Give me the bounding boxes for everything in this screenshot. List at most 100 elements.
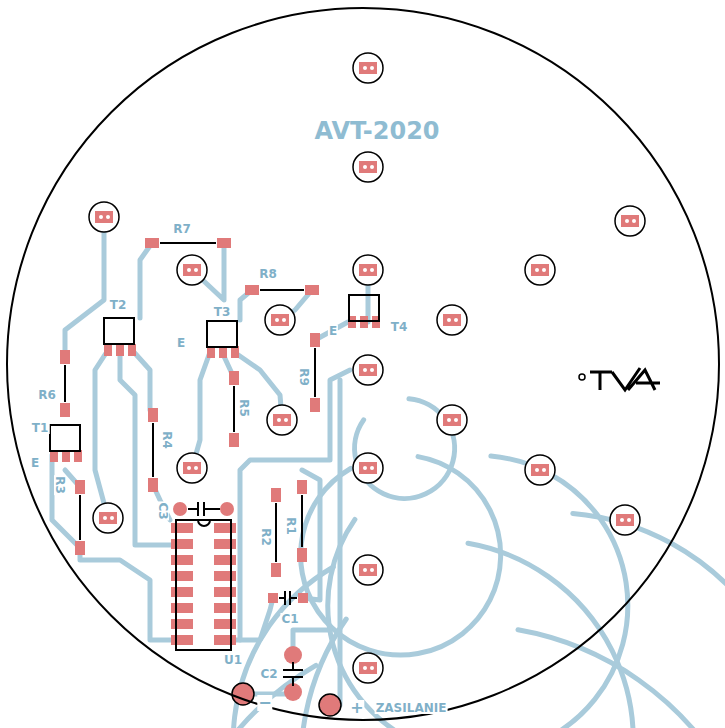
capacitor-symbol [283,662,303,686]
resistor-symbol [152,423,154,477]
led-pad [95,211,113,223]
transistor-outline [349,295,379,321]
led-outline [353,653,383,683]
ic-pad [171,523,193,533]
drill-hole [370,568,374,572]
smd-pad [116,344,124,356]
smd-pad [60,350,70,364]
led-outline [177,255,207,285]
part-label: R7 [172,223,192,235]
part-label: U1 [223,654,243,666]
drill-hole [99,215,103,219]
part-label: C1 [280,613,299,625]
led-pad [359,364,377,376]
part-label: R4 [161,430,173,450]
smd-pad [128,344,136,356]
drill-hole [620,518,624,522]
led-pad [359,161,377,173]
ic-pad [171,619,193,629]
ic-pad [171,555,193,565]
led-pad [443,314,461,326]
ic-pad [171,571,193,581]
ic-pad [214,619,236,629]
drill-hole [110,516,114,520]
pads [50,53,645,716]
capacitor-symbol [279,591,297,605]
led-pad [359,62,377,74]
drill-hole [542,268,546,272]
drill-hole [454,418,458,422]
led-pad [443,414,461,426]
resistor-symbol [79,495,81,540]
resistor-symbol [301,495,303,547]
ic-pad [171,587,193,597]
drill-hole [454,318,458,322]
smd-pad [305,285,319,295]
led-outline [177,453,207,483]
led-pad [531,264,549,276]
smd-pad [217,238,231,248]
part-label: R2 [260,527,272,547]
led-outline [353,152,383,182]
drill-hole [535,468,539,472]
part-label: R3 [54,475,66,495]
led-pad [531,464,549,476]
logo-mark [579,374,585,380]
part-label: R1 [285,516,297,536]
drill-hole [627,518,631,522]
led-outline [615,206,645,236]
part-label: R8 [258,268,278,280]
led-outline [93,503,123,533]
part-label: − [257,695,272,711]
trace [192,352,210,468]
part-label: ZASILANIE [375,702,448,714]
ic-outline [176,520,231,650]
led-pad [616,514,634,526]
trace [95,350,108,518]
board-outline [7,8,719,720]
capacitor-symbol [188,502,220,516]
drill-hole [363,66,367,70]
ic-notch [198,520,210,526]
ic-pad [214,587,236,597]
led-outline [89,202,119,232]
ring-trace [328,456,628,728]
part-label: + [349,700,364,716]
drill-hole [187,466,191,470]
drill-hole [363,165,367,169]
trace [140,243,152,318]
drill-hole [275,318,279,322]
part-label: E [328,325,338,337]
smd-pad [297,548,307,562]
drill-hole [363,268,367,272]
trace [192,243,224,300]
part-label: R9 [298,367,310,387]
smd-pad [75,541,85,555]
smd-pad [310,398,320,412]
board-title: AVT-2020 [313,119,440,143]
power-pad [319,694,341,716]
smd-pad [245,285,259,295]
resistor-symbol [314,348,316,397]
led-pad [359,462,377,474]
smd-pad [229,433,239,447]
led-pad [183,462,201,474]
drill-hole [370,666,374,670]
led-outline [353,555,383,585]
drill-hole [542,468,546,472]
led-pad [99,512,117,524]
drill-hole [370,66,374,70]
led-pad [183,264,201,276]
smd-pad [75,480,85,494]
smd-pad [148,408,158,422]
ic-pad [214,539,236,549]
ic-pad [214,555,236,565]
ic-pad [214,603,236,613]
smd-pad [60,403,70,417]
drill-hole [625,219,629,223]
part-label: C2 [259,668,278,680]
part-label: T4 [390,321,409,333]
smd-pad [148,478,158,492]
